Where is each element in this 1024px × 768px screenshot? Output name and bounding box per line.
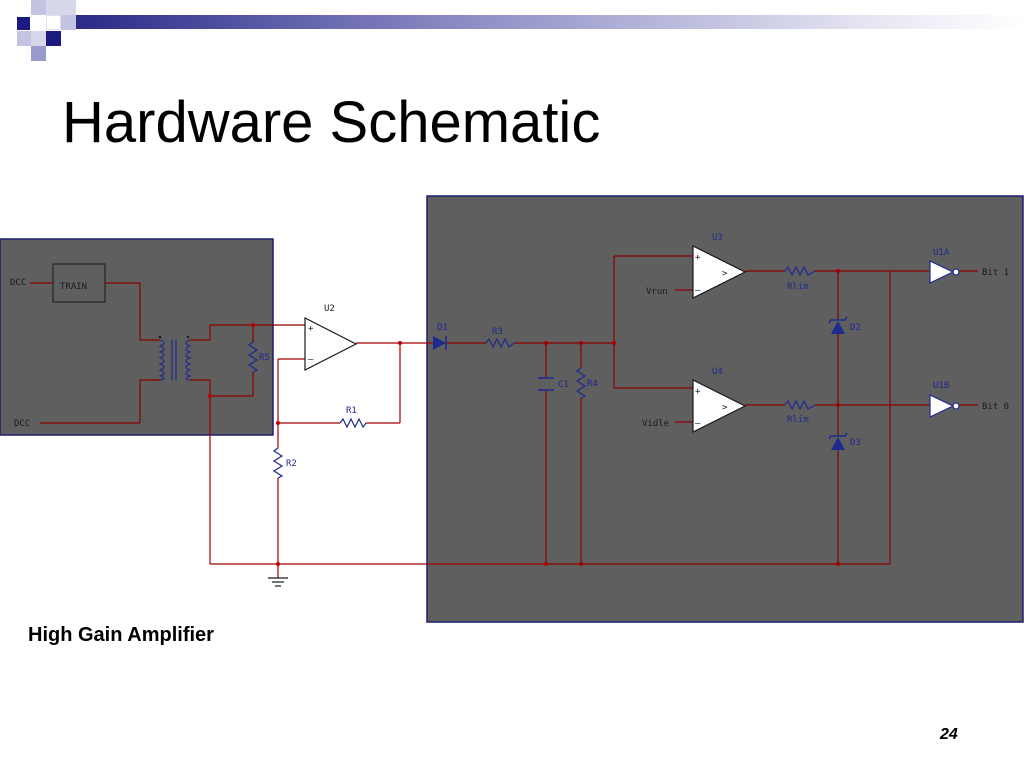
vrun-label: Vrun [646, 287, 668, 297]
u1a-label: U1A [933, 248, 950, 258]
corner-square [46, 0, 61, 15]
bit0-label: Bit 0 [982, 402, 1009, 412]
u4-label: U4 [712, 367, 723, 377]
c1-capacitor-icon [538, 377, 554, 391]
svg-text:–: – [695, 286, 701, 296]
corner-square [46, 31, 61, 46]
r4-resistor-icon [575, 367, 587, 399]
left-block [30, 282, 305, 424]
rlim-top-label: Rlim [787, 282, 809, 292]
u4-comparator-icon [692, 379, 747, 433]
corner-square [61, 0, 76, 15]
c1-label: C1 [558, 380, 569, 390]
rlim-bottom-resistor-icon [784, 399, 816, 411]
amplifier-wires [209, 342, 546, 578]
corner-square [31, 46, 46, 61]
page-number: 24 [940, 726, 958, 743]
right-block-wires [446, 255, 978, 565]
svg-text:+: + [308, 324, 314, 334]
u3-label: U3 [712, 233, 723, 243]
svg-text:>: > [722, 403, 728, 413]
r3-label: R3 [492, 327, 503, 337]
corner-square [17, 31, 32, 46]
u3-comparator-icon [692, 245, 747, 299]
transformer-icon [158, 339, 192, 381]
r3-resistor-icon [485, 337, 515, 349]
header-bar [76, 15, 1024, 29]
d2-zener-icon [828, 316, 848, 334]
r1-label: R1 [346, 406, 357, 416]
u1b-label: U1B [933, 381, 949, 391]
corner-square [31, 0, 46, 15]
svg-text:+: + [695, 253, 701, 263]
corner-square [61, 15, 76, 30]
train-box [52, 263, 106, 303]
u2-label: U2 [324, 304, 335, 314]
corner-square [46, 15, 61, 30]
vidle-label: Vidle [642, 419, 669, 429]
svg-text:–: – [308, 355, 314, 365]
svg-text:–: – [695, 419, 701, 429]
diagram-caption: High Gain Amplifier [28, 624, 214, 646]
rlim-top-resistor-icon [784, 265, 816, 277]
u2-opamp-icon [304, 317, 358, 371]
d3-label: D3 [850, 438, 861, 448]
r2-resistor-icon [272, 447, 284, 479]
d1-diode-icon [433, 336, 447, 350]
r2-label: R2 [286, 459, 297, 469]
u1b-inverter-icon [929, 394, 955, 418]
svg-text:+: + [695, 387, 701, 397]
u1a-inverter-icon [929, 260, 955, 284]
d2-label: D2 [850, 323, 861, 333]
corner-square [31, 31, 46, 46]
d1-label: D1 [437, 323, 448, 333]
slide-title: Hardware Schematic [62, 90, 601, 155]
r1-resistor-icon [339, 417, 367, 429]
ground-icon [268, 577, 288, 587]
r4-label: R4 [587, 379, 598, 389]
left-panel [0, 238, 274, 436]
d3-zener-icon [828, 432, 848, 450]
rlim-bottom-label: Rlim [787, 415, 809, 425]
bit1-label: Bit 1 [982, 268, 1009, 278]
r5-label: R5 [259, 353, 270, 363]
corner-square [17, 17, 30, 30]
r5-resistor-icon [247, 341, 259, 373]
dcc-bottom-label: DCC [14, 419, 30, 429]
svg-text:>: > [722, 269, 728, 279]
dcc-top-label: DCC [10, 278, 26, 288]
train-label: TRAIN [60, 282, 87, 292]
